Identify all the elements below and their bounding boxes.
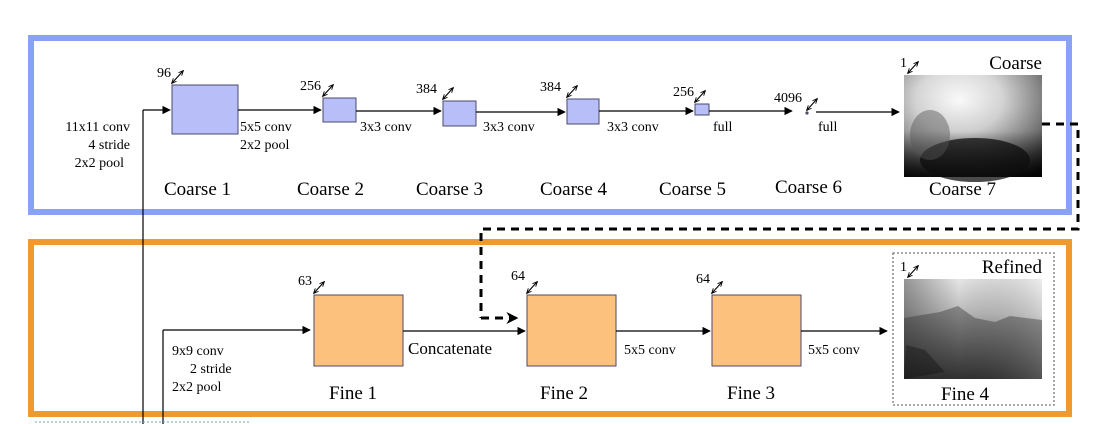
- coarse-layer-labels: Coarse 1 Coarse 2 Coarse 3 Coarse 4 Coar…: [164, 177, 996, 200]
- coarse-op-2x2-pool: 2x2 pool: [240, 138, 290, 153]
- coarse-input-op: 11x11 conv 4 stride 2x2 pool: [65, 120, 130, 171]
- coarse-output-title: Coarse: [989, 53, 1042, 74]
- coarse-input-op-line-1: 11x11 conv: [65, 120, 130, 135]
- fine-input-op-line-2: 2 stride: [190, 362, 232, 377]
- fine-op-concatenate: Concatenate: [408, 339, 492, 358]
- coarse-op-3x3-conv-a: 3x3 conv: [360, 120, 412, 135]
- coarse-op-5x5-conv: 5x5 conv: [240, 120, 292, 135]
- fine-output-title: Refined: [982, 257, 1043, 278]
- coarse-input-op-line-3: 2x2 pool: [75, 156, 125, 171]
- fine-4-label: Fine 4: [941, 384, 990, 405]
- coarse-5-block: [694, 103, 710, 116]
- fine-3-channels: 64: [696, 272, 710, 287]
- fine-3-block: [711, 294, 802, 367]
- coarse-channel-labels: 96 256 384 384 256 4096 1: [157, 56, 907, 106]
- coarse-6-point: [805, 111, 809, 115]
- coarse-4-block: [566, 98, 600, 125]
- fine-1-block: [313, 294, 404, 367]
- coarse-op-full-a: full: [713, 120, 733, 135]
- coarse-op-3x3-conv-c: 3x3 conv: [607, 120, 659, 135]
- coarse-op-labels: 5x5 conv 2x2 pool 3x3 conv 3x3 conv 3x3 …: [240, 120, 838, 153]
- fine-panel-border: [28, 239, 1072, 417]
- coarse-1-label: Coarse 1: [164, 179, 231, 200]
- coarse-7-depth-map: [904, 75, 1042, 182]
- fine-input-op-line-1: 9x9 conv: [172, 344, 224, 359]
- coarse-op-3x3-conv-b: 3x3 conv: [483, 120, 535, 135]
- coarse-3-label: Coarse 3: [416, 179, 483, 200]
- fine-channel-labels: 63 64 64 1: [298, 260, 907, 289]
- coarse-5-label: Coarse 5: [659, 179, 726, 200]
- fine-3-label: Fine 3: [727, 383, 775, 404]
- coarse-1-channels: 96: [157, 66, 171, 81]
- coarse-size-markers: [172, 62, 918, 110]
- coarse-3-channels: 384: [416, 82, 437, 97]
- coarse-4-label: Coarse 4: [540, 179, 608, 200]
- fine-op-labels: Concatenate 5x5 conv 5x5 conv: [408, 339, 860, 358]
- fine-2-label: Fine 2: [540, 383, 588, 404]
- coarse-4-channels: 384: [540, 80, 561, 95]
- coarse-5-channels: 256: [673, 85, 694, 100]
- coarse-7-channels: 1: [900, 56, 907, 71]
- coarse-panel-border: [28, 35, 1072, 215]
- fine-1-label: Fine 1: [329, 383, 377, 404]
- fine-layer-labels: Fine 1 Fine 2 Fine 3 Fine 4: [329, 383, 990, 405]
- fine-4-frame: [892, 252, 1055, 406]
- coarse-2-block: [322, 97, 357, 123]
- coarse-op-full-b: full: [818, 120, 838, 135]
- fine-4-depth-map: [904, 279, 1042, 379]
- coarse-3-block: [442, 100, 477, 127]
- fine-size-markers: [314, 266, 918, 293]
- coarse-6-label: Coarse 6: [775, 177, 842, 198]
- fine-input-op-line-3: 2x2 pool: [172, 380, 222, 395]
- fine-1-channels: 63: [298, 274, 312, 289]
- fine-2-channels: 64: [511, 269, 525, 284]
- fine-2-block: [526, 294, 617, 367]
- coarse-input-op-line-2: 4 stride: [88, 138, 130, 153]
- coarse-arrows: [238, 105, 900, 117]
- coarse-to-fine-dashed-path: [479, 122, 1080, 318]
- fine-op-5x5-conv-b: 5x5 conv: [808, 343, 860, 358]
- coarse-1-block: [171, 84, 239, 135]
- coarse-7-label: Coarse 7: [929, 179, 996, 200]
- fine-input-op: 9x9 conv 2 stride 2x2 pool: [172, 344, 232, 395]
- fine-4-channels: 1: [900, 260, 907, 275]
- fine-op-5x5-conv-a: 5x5 conv: [624, 343, 676, 358]
- coarse-2-channels: 256: [300, 79, 321, 94]
- coarse-6-channels: 4096: [774, 91, 802, 106]
- coarse-2-label: Coarse 2: [297, 179, 364, 200]
